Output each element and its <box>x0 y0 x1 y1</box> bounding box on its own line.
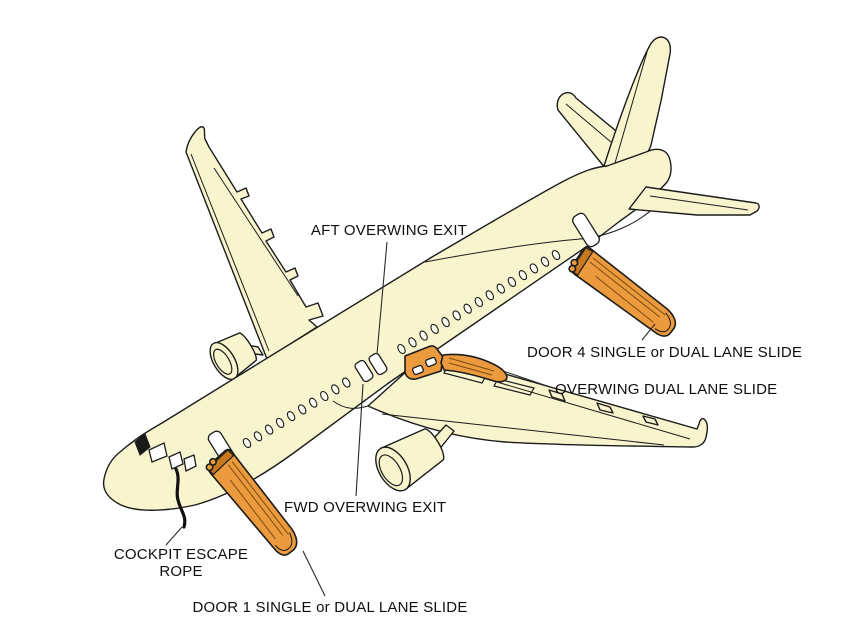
passenger-window <box>275 417 285 428</box>
passenger-window <box>452 310 461 321</box>
escape-rope <box>174 467 187 529</box>
passenger-window <box>518 270 528 281</box>
passenger-window <box>540 256 550 267</box>
passenger-windows <box>242 249 561 449</box>
passenger-window <box>264 424 274 435</box>
passenger-window <box>430 323 439 334</box>
label-cockpit-escape-line1: COCKPIT ESCAPE <box>113 546 249 563</box>
slat-line <box>381 413 665 446</box>
passenger-window <box>408 337 417 348</box>
label-overwing-slide: OVERWING DUAL LANE SLIDE <box>555 381 778 398</box>
fwd-overwing-exit-opening <box>354 359 374 383</box>
label-cockpit-escape-rope: COCKPIT ESCAPE ROPE <box>114 546 248 580</box>
label-aft-overwing-exit: AFT OVERWING EXIT <box>310 222 468 239</box>
label-fwd-overwing-exit: FWD OVERWING EXIT <box>284 499 447 516</box>
passenger-window <box>441 317 450 328</box>
flap-fairing <box>642 415 659 426</box>
right-horizontal-stabilizer <box>628 186 760 216</box>
flap-fairing <box>548 389 566 402</box>
fuselage <box>102 148 672 511</box>
rudder-line <box>614 51 648 164</box>
wing-root-fairing <box>332 400 369 409</box>
passenger-window <box>331 384 340 395</box>
passenger-window <box>308 397 318 408</box>
label-door-4-slide: DOOR 4 SINGLE or DUAL LANE SLIDE <box>527 344 803 361</box>
passenger-window <box>242 437 252 449</box>
right-engine <box>375 428 445 492</box>
passenger-window <box>463 303 472 314</box>
passenger-window <box>419 330 428 341</box>
passenger-window <box>320 390 329 402</box>
passenger-window <box>397 343 406 355</box>
tailcone-crease <box>424 199 663 263</box>
passenger-window <box>253 431 263 442</box>
aft-overwing-exit-opening <box>368 352 388 376</box>
overwing-escape-slide <box>404 345 508 383</box>
passenger-window <box>297 404 307 415</box>
passenger-window <box>529 263 539 274</box>
leader-lines <box>165 241 656 597</box>
door-4-opening <box>572 212 600 248</box>
left-wing <box>185 126 324 360</box>
label-door-1-slide: DOOR 1 SINGLE or DUAL LANE SLIDE <box>192 599 468 616</box>
spoiler-line <box>213 167 299 297</box>
label-cockpit-escape-line2: ROPE <box>159 563 203 580</box>
flap-fairing <box>596 402 614 414</box>
passenger-window <box>342 377 351 388</box>
passenger-window <box>485 290 495 301</box>
passenger-window <box>286 411 296 422</box>
slat-line <box>190 153 270 352</box>
passenger-window <box>551 249 561 261</box>
left-engine <box>209 332 257 381</box>
door-4-escape-slide <box>565 243 683 343</box>
cockpit-windows <box>134 433 197 472</box>
passenger-window <box>496 283 506 294</box>
passenger-window <box>507 276 517 287</box>
passenger-window <box>474 296 484 308</box>
